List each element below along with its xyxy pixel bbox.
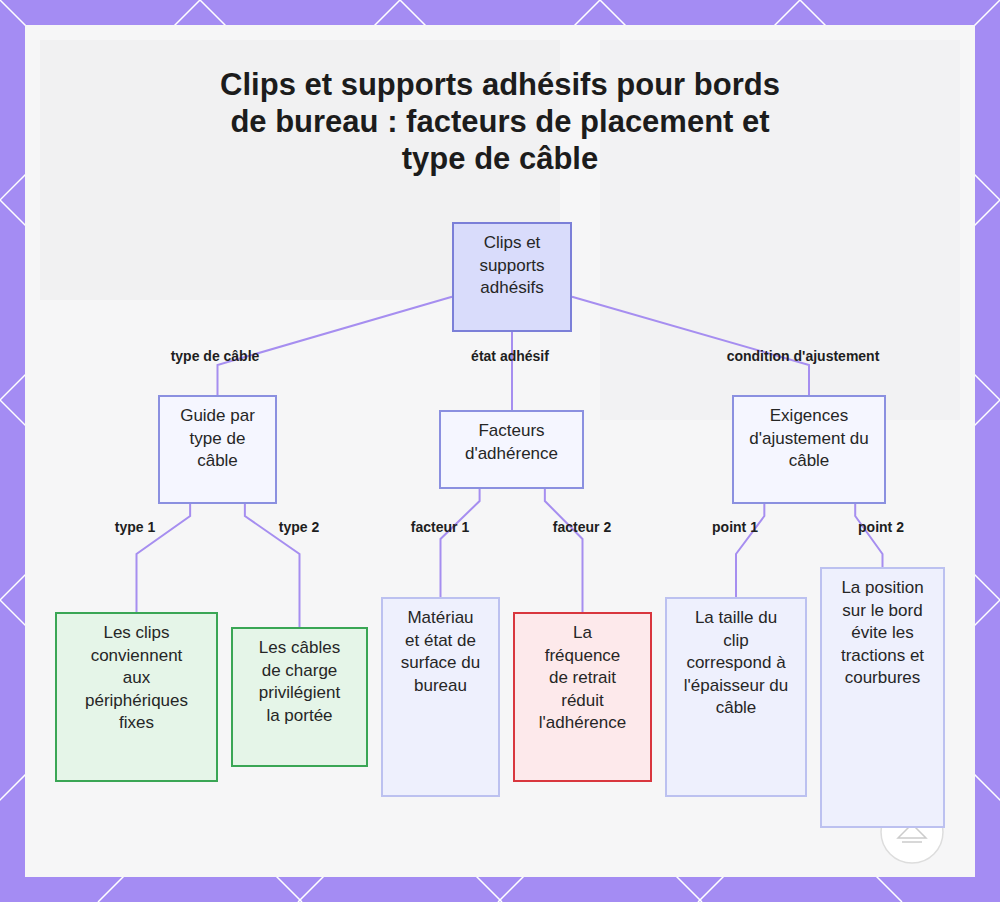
topic-box: Exigences d'ajustement du câble [732,395,886,504]
connector-line [441,489,480,597]
topic-box: La taille du clip correspond à l'épaisse… [665,597,807,797]
edge-label: type 2 [279,519,319,535]
box-text: La fréquence de retrait réduit l'adhéren… [533,622,632,735]
topic-box: Facteurs d'adhérence [439,410,584,489]
box-text: Guide par type de câble [170,405,265,473]
box-text: Matériau et état de surface du bureau [399,607,482,697]
panel [25,25,975,877]
edge-label: condition d'ajustement [727,348,880,364]
edge-label: type 1 [115,519,155,535]
connector-line [572,297,809,395]
connector-line [545,489,583,612]
box-text: Exigences d'ajustement du câble [744,405,874,473]
edge-label: point 1 [712,519,758,535]
edge-label: état adhésif [471,348,549,364]
box-text: La position sur le bord évite les tracti… [838,577,927,690]
box-text: Les clips conviennent aux périphériques … [79,622,194,735]
box-text: Les câbles de charge privilégient la por… [255,637,344,727]
edge-label: type de câble [171,348,260,364]
diagram-title: Clips et supports adhésifs pour bords de… [200,66,800,177]
topic-box: Les câbles de charge privilégient la por… [231,627,368,767]
connector-line [218,297,453,395]
box-text: Facteurs d'adhérence [451,420,572,465]
edge-label: point 2 [858,519,904,535]
root-box: Clips et supports adhésifs [452,222,572,332]
connector-line [855,504,882,567]
connector-line [511,332,513,410]
box-text: La taille du clip correspond à l'épaisse… [683,607,789,720]
edge-label: facteur 2 [553,519,611,535]
box-text: Clips et supports adhésifs [464,232,560,300]
connector-line [736,504,764,597]
topic-box: Matériau et état de surface du bureau [381,597,500,797]
topic-box: La position sur le bord évite les tracti… [820,567,945,828]
topic-box: La fréquence de retrait réduit l'adhéren… [513,612,652,782]
topic-box: Les clips conviennent aux périphériques … [55,612,218,782]
edge-label: facteur 1 [411,519,469,535]
topic-box: Guide par type de câble [158,395,277,504]
